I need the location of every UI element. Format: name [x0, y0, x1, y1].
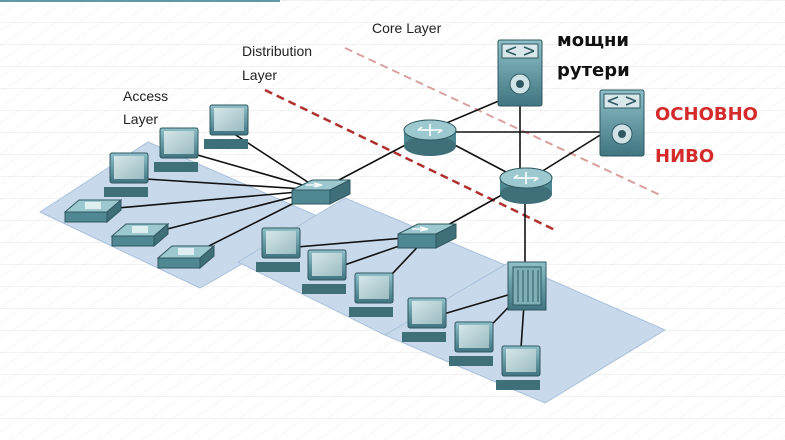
- core-platform: [383, 261, 667, 404]
- ip-phones: [63, 198, 216, 270]
- workstation-icon[interactable]: [449, 321, 494, 366]
- workstation-icon[interactable]: [302, 249, 347, 294]
- workstation-icon[interactable]: [496, 345, 541, 390]
- distribution-divider-line: [264, 88, 556, 232]
- powerful-routers-label-line2: рутери: [557, 60, 630, 81]
- access-switch-1[interactable]: [291, 179, 351, 205]
- base-level-label-line1: ОСНОВНО: [655, 104, 758, 125]
- workstations: [104, 104, 541, 390]
- workstation-icon[interactable]: [204, 104, 249, 149]
- access-switch-2[interactable]: [397, 223, 457, 249]
- distribution-layer-label-line2: Layer: [242, 67, 278, 83]
- base-level-label-line2: НИВО: [655, 146, 715, 167]
- core-multilayer-switch-1[interactable]: [497, 39, 543, 107]
- workstation-icon[interactable]: [104, 152, 149, 197]
- workstation-icon[interactable]: [402, 297, 447, 342]
- access-layer-label-line2: Layer: [123, 111, 159, 127]
- ip-phone-icon[interactable]: [63, 198, 123, 224]
- core-multilayer-switch-2[interactable]: [599, 89, 645, 157]
- core-divider-line: [344, 47, 661, 196]
- workstation-icon[interactable]: [256, 227, 301, 272]
- distribution-layer-label-line1: Distribution: [242, 43, 313, 59]
- access-layer-label-line1: Access: [123, 88, 169, 104]
- workstation-icon[interactable]: [154, 127, 199, 172]
- ip-phone-icon[interactable]: [156, 244, 216, 270]
- distribution-router-2[interactable]: [499, 167, 553, 204]
- powerful-routers-label-line1: мощни: [557, 30, 630, 51]
- server-icon[interactable]: [507, 261, 547, 311]
- distribution-router-1[interactable]: [403, 119, 457, 156]
- core-layer-label: Core Layer: [372, 20, 442, 36]
- ip-phone-icon[interactable]: [110, 222, 170, 248]
- workstation-icon[interactable]: [349, 272, 394, 317]
